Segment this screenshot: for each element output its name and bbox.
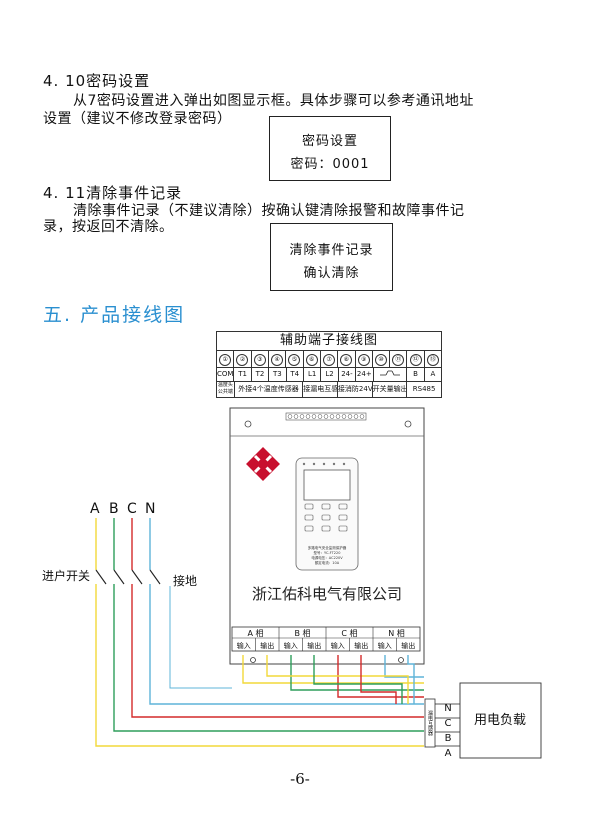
terminal-number: ⑤ [286, 351, 304, 367]
label-phase-c: C [127, 501, 137, 517]
mounting-hole-icon [250, 657, 404, 663]
panel-text: 额定电流：10A [315, 560, 340, 565]
load-terminal-a: A [445, 748, 452, 759]
terminal-label: A [430, 370, 436, 378]
io-label: 输出 [260, 641, 274, 650]
auxiliary-terminal-table: 辅助端子接线图 ① ② ③ ④ ⑤ ⑥ ⑦ ⑧ ⑨ ⑩ ⑪ ⑫ ⑬ COM T1… [216, 331, 442, 398]
terminal-label: B [407, 368, 425, 381]
terminal-label: 24- [339, 368, 357, 381]
terminal-label: L1 [304, 368, 322, 381]
terminal-label-row: COM T1 T2 T3 T4 L1 L2 24- 24+ B A [217, 368, 441, 382]
keypad-icon [304, 503, 348, 532]
terminal-label-switch-symbol [374, 368, 408, 381]
ct-label: 漏电互感器 [427, 710, 433, 737]
mounting-hole-icon [244, 420, 412, 428]
terminal-number: ⑧ [338, 351, 356, 367]
terminal-label: L2 [321, 368, 339, 381]
io-label: 输入 [237, 641, 251, 650]
terminal-number: ① [217, 351, 235, 367]
clear-box-title: 清除事件记录 [289, 243, 374, 258]
wiring-diagram: 多路电气安全监测保护器 型号：YC-FT220 电源电压：AC220V 额定电流… [42, 407, 542, 759]
load-box [459, 682, 542, 759]
para-4-11-line1: 清除事件记录（不建议清除）按确认键清除报警和故障事件记 [73, 203, 465, 219]
ground-label: 接地 [173, 573, 197, 588]
inlet-switch-icon [95, 569, 161, 585]
terminal-group: 接消防24V [338, 382, 373, 397]
terminal-number: ⑩ [373, 351, 391, 367]
label-phase-n: N [145, 501, 155, 517]
phase-b-header: B 相 [294, 628, 310, 638]
terminal-number: ② [234, 351, 252, 367]
terminal-table-title: 辅助端子接线图 [217, 332, 441, 351]
panel-text: 多路电气安全监测保护器 [308, 545, 347, 550]
terminal-number: ③ [252, 351, 269, 367]
terminal-number: ⑬ [425, 351, 441, 367]
wires [95, 518, 424, 747]
terminal-group: RS485 [412, 385, 436, 393]
load-terminal-b: B [445, 733, 452, 744]
terminal-group-row: 温度头公共端 外接4个温度传感器 接漏电互感器 接消防24V 开关量输出 RS4… [217, 382, 441, 397]
leakage-ct [424, 698, 436, 748]
terminal-label: T4 [287, 368, 304, 381]
para-4-10-line1: 从7密码设置进入弹出如图显示框。具体步骤可以参考通讯地址 [73, 93, 474, 109]
panel-text: 型号：YC-FT220 [314, 550, 341, 555]
lcd-screen [303, 469, 351, 501]
load-terminal-c: C [445, 718, 452, 729]
label-phase-a: A [90, 501, 100, 517]
terminal-number: ⑫ [407, 351, 425, 367]
terminal-number: ⑨ [356, 351, 373, 367]
terminal-number: ④ [269, 351, 287, 367]
inlet-switch-label: 进户开关 [42, 568, 90, 583]
company-name: 浙江佑科电气有限公司 [252, 585, 402, 603]
terminal-number-row: ① ② ③ ④ ⑤ ⑥ ⑦ ⑧ ⑨ ⑩ ⑪ ⑫ ⑬ [217, 351, 441, 368]
password-box-title: 密码设置 [301, 134, 358, 149]
io-label: 输入 [378, 641, 392, 650]
terminal-label: 24+ [356, 368, 374, 381]
phase-a-header: A 相 [247, 628, 263, 638]
panel-text: 电源电压：AC220V [311, 555, 343, 560]
page-number: -6- [290, 770, 310, 788]
terminal-label: T2 [252, 368, 270, 381]
password-display-box: 密码设置 密码：0001 [269, 116, 391, 181]
io-label: 输出 [307, 641, 321, 650]
clear-events-display-box: 清除事件记录 确认清除 [270, 223, 393, 291]
load-label: 用电负载 [474, 713, 526, 728]
heading-4-10: 4. 10密码设置 [43, 72, 151, 90]
terminal-number: ⑥ [304, 351, 321, 367]
password-box-value: 密码：0001 [290, 157, 370, 172]
top-terminal-strip [285, 412, 367, 421]
heading-section-5: 五. 产品接线图 [43, 304, 186, 326]
io-label: 输出 [354, 641, 368, 650]
load-terminal-n: N [444, 703, 451, 714]
io-label: 输入 [331, 641, 345, 650]
terminal-group: 外接4个温度传感器 [235, 382, 304, 397]
terminal-group: 开关量输出 [373, 382, 408, 397]
phase-c-header: C 相 [341, 628, 357, 638]
terminal-label: T1 [234, 368, 252, 381]
terminal-group: 温度头公共端 [217, 382, 235, 397]
para-4-11-line2: 录，按返回不清除。 [43, 219, 174, 235]
terminal-group: 接漏电互感器 [303, 382, 338, 397]
label-phase-b: B [109, 501, 119, 517]
phase-n-header: N 相 [388, 628, 405, 638]
terminal-number: ⑦ [321, 351, 339, 367]
io-label: 输入 [284, 641, 298, 650]
switch-contact-icon [379, 370, 400, 376]
clear-box-confirm: 确认清除 [303, 266, 360, 281]
heading-4-11: 4. 11清除事件记录 [43, 184, 183, 202]
para-4-10-line2: 设置（建议不修改登录密码） [43, 111, 232, 127]
io-label: 输出 [401, 641, 415, 650]
terminal-label: T3 [269, 368, 287, 381]
terminal-number: ⑪ [390, 351, 408, 367]
terminal-label: COM [217, 368, 235, 381]
